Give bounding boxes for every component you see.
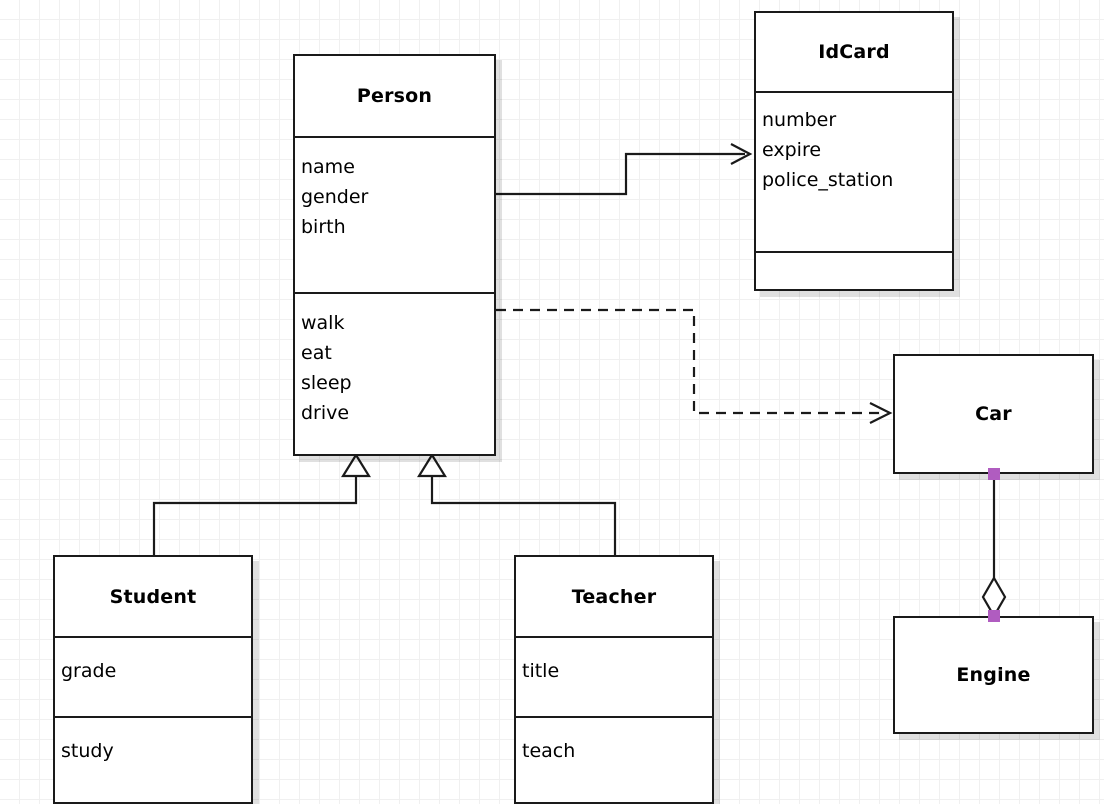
attribute-item: grade: [61, 660, 117, 682]
operation-item: eat: [301, 342, 332, 364]
attribute-item: police_station: [762, 169, 894, 191]
endpoint-handle-engine[interactable]: [988, 610, 1000, 622]
endpoint-handle-car[interactable]: [988, 468, 1000, 480]
class-title-idcard: IdCard: [818, 41, 890, 63]
class-box-car[interactable]: Car: [893, 354, 1094, 474]
class-box-person[interactable]: Person name gender birth walk eat sleep …: [293, 54, 496, 456]
class-attributes-teacher: title: [516, 636, 712, 716]
operation-item: study: [61, 740, 114, 762]
operation-item: sleep: [301, 372, 352, 394]
class-title-person: Person: [356, 85, 433, 107]
edge-teacher-person[interactable]: [417, 452, 617, 557]
class-operations-idcard: [756, 251, 952, 293]
class-operations-student: study: [55, 716, 251, 804]
attribute-item: title: [522, 660, 560, 682]
attribute-item: birth: [301, 216, 346, 238]
edge-car-engine[interactable]: [981, 474, 1007, 619]
class-title-engine: Engine: [956, 664, 1031, 686]
operation-item: walk: [301, 312, 345, 334]
edge-person-idcard[interactable]: [496, 143, 753, 196]
attribute-item: name: [301, 156, 355, 178]
class-operations-person: walk eat sleep drive: [295, 292, 494, 458]
class-box-student[interactable]: Student grade study: [53, 555, 253, 804]
class-title-student: Student: [109, 585, 197, 608]
operation-item: drive: [301, 402, 350, 424]
class-box-engine[interactable]: Engine: [893, 616, 1094, 734]
class-attributes-student: grade: [55, 636, 251, 716]
attribute-item: number: [762, 109, 837, 131]
attribute-item: gender: [301, 186, 369, 208]
attribute-item: expire: [762, 139, 822, 161]
class-operations-teacher: teach: [516, 716, 712, 804]
class-attributes-idcard: number expire police_station: [756, 91, 952, 251]
class-box-teacher[interactable]: Teacher title teach: [514, 555, 714, 804]
class-title-teacher: Teacher: [571, 585, 657, 608]
class-box-idcard[interactable]: IdCard number expire police_station: [754, 11, 954, 291]
edge-student-person[interactable]: [152, 452, 371, 557]
operation-item: teach: [522, 740, 576, 762]
class-title-car: Car: [975, 403, 1012, 425]
class-attributes-person: name gender birth: [295, 136, 494, 292]
edge-person-car[interactable]: [496, 308, 893, 424]
